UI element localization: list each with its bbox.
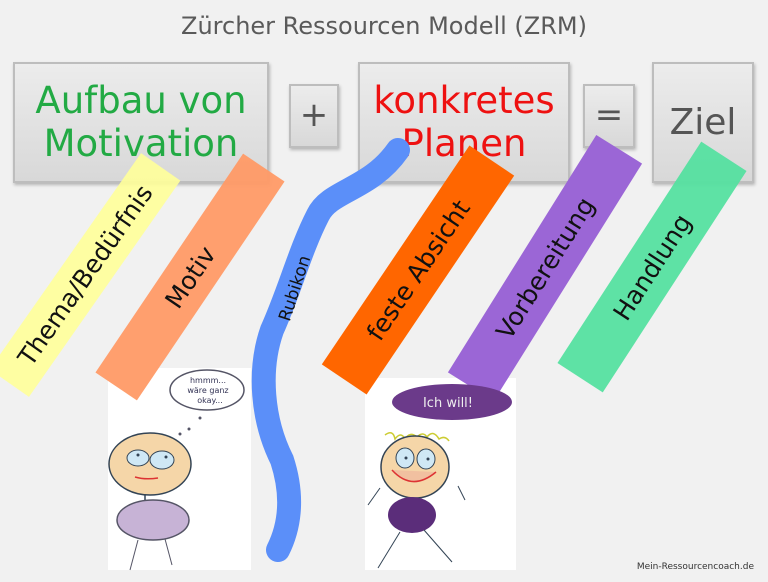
plus-sign: + (299, 95, 329, 136)
equals-sign: = (594, 95, 624, 136)
stage-label-feste-absicht: feste Absicht (361, 195, 476, 346)
thought-line3: okay... (197, 396, 223, 405)
stage-label-vorbereitung: Vorbereitung (490, 192, 600, 344)
speech-text: Ich will! (423, 396, 473, 411)
equals-box: = (583, 84, 635, 148)
thought-line1: hmmm... (190, 376, 226, 385)
plus-box: + (289, 84, 339, 148)
thought-line2: wäre ganz (187, 386, 228, 395)
rubikon-river (251, 138, 410, 562)
diagram-title: Zürcher Ressourcen Modell (ZRM) (181, 12, 587, 40)
determined-character: Ich will! (367, 384, 512, 569)
planen-line1: konkretes (373, 78, 555, 122)
credit-text: Mein-Ressourcencoach.de (636, 562, 754, 572)
motivation-line1: Aufbau von (35, 78, 247, 122)
doubtful-character: hmmm... wäre ganz okay... (108, 369, 245, 571)
ziel-label: Ziel (669, 101, 737, 143)
